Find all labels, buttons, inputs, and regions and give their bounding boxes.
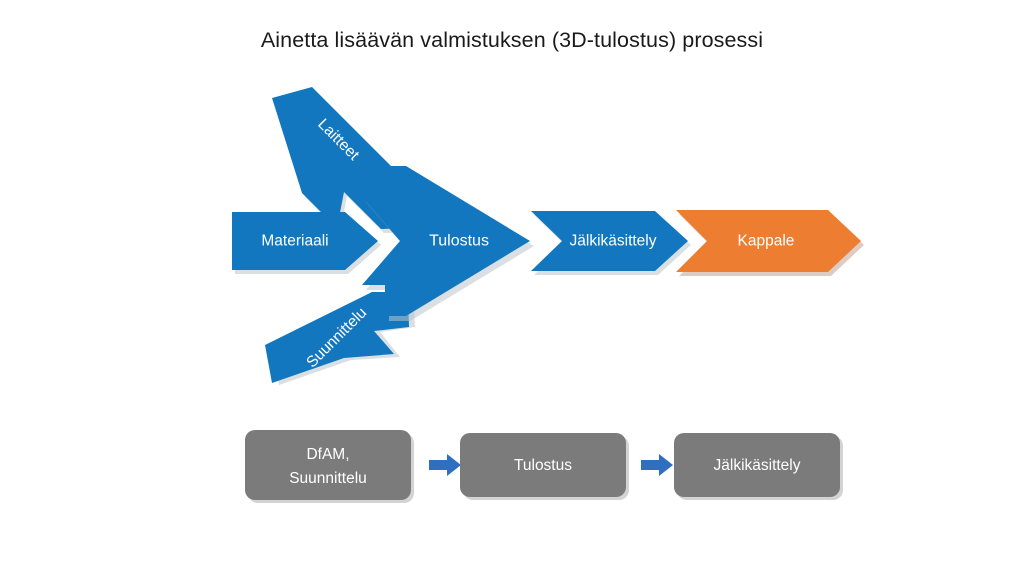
- bottom-step-dfam[interactable]: DfAM, Suunnittelu: [245, 430, 414, 503]
- stage-arrow-jalkikasittely[interactable]: Jälkikäsittely: [531, 211, 691, 275]
- bottom-step-dfam-label-line1: DfAM,: [306, 446, 349, 463]
- input-arrow-laitteet-body[interactable]: [272, 87, 417, 229]
- page-title: Ainetta lisäävän valmistuksen (3D-tulost…: [260, 28, 764, 52]
- input-arrow-materiaali-label: Materiaali: [261, 233, 328, 250]
- bottom-step-dfam-label-line2: Suunnittelu: [289, 470, 367, 487]
- stage-arrow-jalkikasittely-label: Jälkikäsittely: [570, 233, 657, 250]
- bottom-connector-1: [429, 454, 461, 476]
- stage-arrow-kappale-body[interactable]: [676, 210, 861, 272]
- bottom-step-dfam-box[interactable]: [245, 430, 411, 500]
- bottom-step-tulostus-box[interactable]: [460, 433, 626, 497]
- bottom-step-jalkikasittely-label: Jälkikäsittely: [714, 457, 801, 474]
- bottom-step-jalkikasittely-box[interactable]: [674, 433, 840, 497]
- stage-arrow-tulostus[interactable]: Tulostus: [362, 166, 534, 321]
- stage-arrow-tulostus-body[interactable]: [362, 166, 530, 316]
- bottom-step-tulostus[interactable]: Tulostus: [460, 433, 629, 500]
- bottom-step-tulostus-label: Tulostus: [514, 457, 572, 474]
- input-arrow-materiaali-body[interactable]: [232, 212, 378, 270]
- input-arrow-suunnittelu[interactable]: Suunnittelu: [265, 292, 415, 385]
- input-arrow-suunnittelu-body[interactable]: [265, 292, 409, 383]
- bottom-connector-2: [641, 454, 673, 476]
- stage-arrow-kappale[interactable]: Kappale: [676, 210, 864, 276]
- right-arrow-icon: [641, 454, 673, 476]
- right-arrow-icon: [429, 454, 461, 476]
- input-arrow-materiaali[interactable]: Materiaali: [232, 212, 381, 274]
- stage-arrow-tulostus-label: Tulostus: [429, 233, 489, 250]
- stage-arrow-kappale-label: Kappale: [738, 233, 795, 250]
- bottom-step-jalkikasittely[interactable]: Jälkikäsittely: [674, 433, 843, 500]
- stage-arrow-jalkikasittely-body[interactable]: [531, 211, 688, 271]
